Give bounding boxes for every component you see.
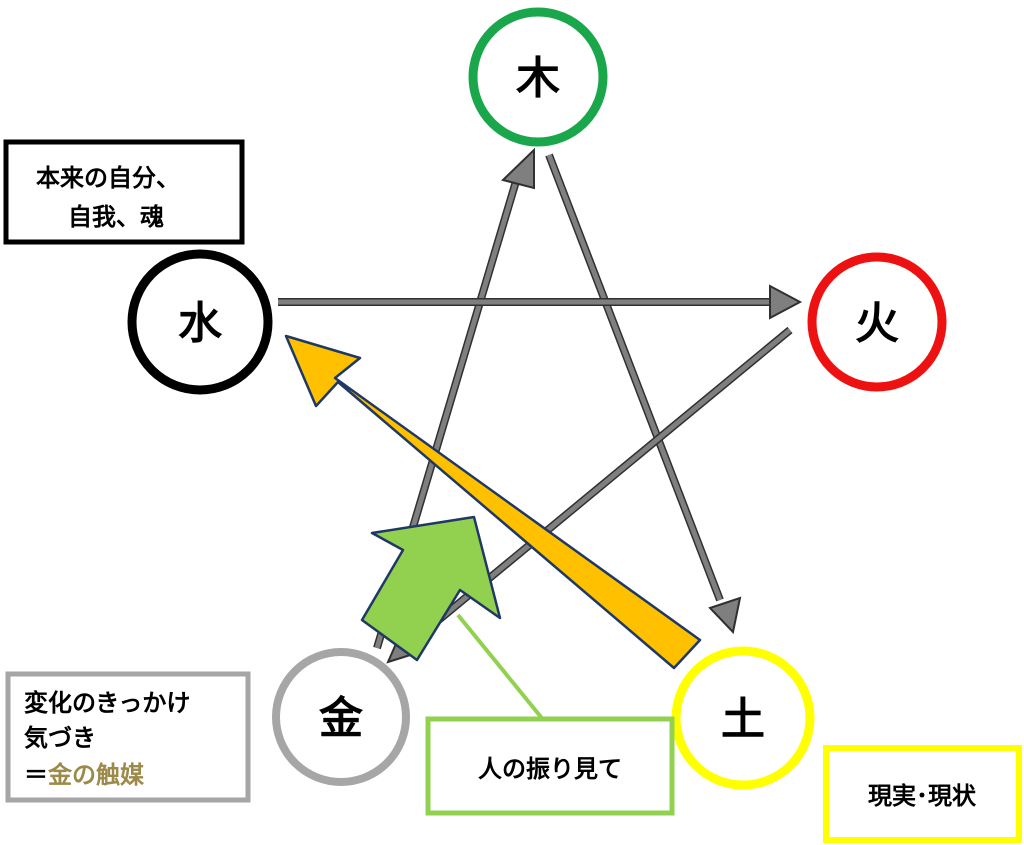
orange-arrow-earth-to-water — [284, 334, 702, 670]
arrow-water-to-fire — [278, 284, 803, 320]
node-fire-label: 火 — [855, 298, 899, 349]
box-trigger: 変化のきっかけ 気づき ＝金の触媒 — [5, 671, 251, 803]
node-water: 水 — [127, 249, 273, 395]
box-observe: 人の振り見て — [425, 716, 675, 816]
box-self: 本来の自分、 自我、魂 — [3, 139, 245, 245]
box-reality: 現実･現状 — [823, 745, 1022, 843]
box-trigger-line2: 気づき — [24, 724, 96, 752]
node-earth-label: 土 — [721, 694, 765, 745]
box-self-line1: 本来の自分、 — [36, 164, 180, 192]
observe-callout-line — [456, 613, 547, 724]
node-fire: 火 — [807, 252, 947, 392]
box-observe-text: 人の振り見て — [478, 755, 622, 783]
box-self-line2: 自我、魂 — [68, 203, 164, 231]
box-trigger-catalyst: 金の触媒 — [47, 761, 145, 789]
node-wood-label: 木 — [516, 53, 560, 104]
node-earth: 土 — [671, 646, 815, 790]
node-wood: 木 — [468, 7, 608, 147]
arrow-wood-to-earth — [545, 153, 742, 635]
box-trigger-equals: ＝ — [24, 761, 48, 789]
node-metal-label: 金 — [318, 693, 364, 744]
box-reality-text: 現実･現状 — [868, 782, 977, 810]
box-trigger-line3: ＝金の触媒 — [24, 761, 145, 789]
box-trigger-line1: 変化のきっかけ — [24, 689, 190, 717]
node-water-label: 水 — [178, 298, 223, 349]
node-metal: 金 — [272, 648, 410, 786]
green-arrow-pointer — [360, 515, 502, 662]
gray-arrows — [278, 147, 803, 664]
